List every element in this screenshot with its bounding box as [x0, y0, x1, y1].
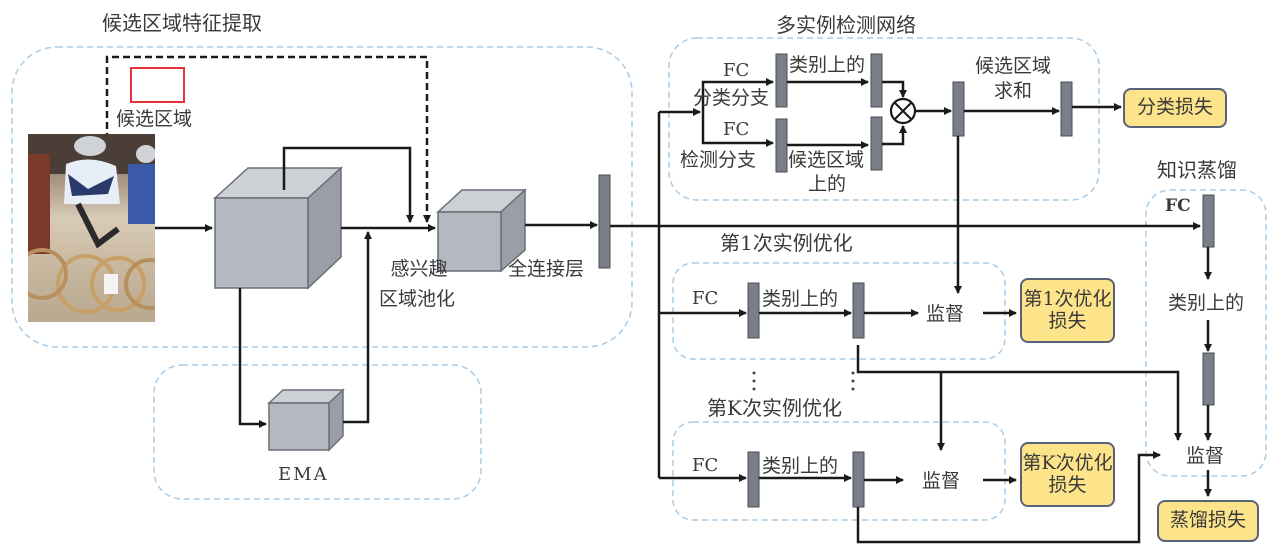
label-fc-detection: FC — [723, 119, 750, 140]
fc-bar-classification — [775, 53, 788, 108]
group-box-refine-1 — [672, 262, 1006, 360]
loss-distillation: 蒸馏损失 — [1157, 500, 1259, 542]
label-classwise-refinek: 类别上的 — [762, 455, 839, 477]
loss-classification: 分类损失 — [1123, 88, 1227, 128]
group-box-knowledge-distillation — [1145, 189, 1267, 477]
label-roi-pooling-line2: 区域池化 — [378, 288, 455, 310]
bar-image-score — [1060, 81, 1073, 137]
proposal-box-icon — [130, 67, 185, 103]
label-detection-branch: 检测分支 — [680, 149, 757, 171]
label-fc-refinek: FC — [692, 455, 719, 476]
ema-cube — [267, 388, 345, 452]
multiply-icon — [889, 97, 917, 125]
group-box-proposal-feature-extraction — [11, 46, 633, 348]
fc-bar-detection — [775, 118, 788, 173]
label-classification-branch: 分类分支 — [693, 87, 770, 109]
group-title-mil-network: 多实例检测网络 — [776, 13, 916, 37]
group-box-ema — [153, 364, 482, 500]
group-title-knowledge-distillation: 知识蒸馏 — [1157, 158, 1237, 182]
label-supervision-refinek: 监督 — [922, 470, 961, 492]
label-proposal-sum-line2: 求和 — [993, 80, 1032, 102]
label-supervision-refine1: 监督 — [926, 303, 965, 325]
label-proposalwise-line2: 上的 — [808, 173, 847, 195]
group-title-refine-k: 第K次实例优化 — [707, 396, 842, 420]
label-fully-connected: 全连接层 — [508, 258, 585, 280]
label-roi-pooling-line1: 感兴趣 — [390, 258, 448, 280]
proposal-dashed-arrow — [105, 55, 431, 223]
label-classwise-distillation: 类别上的 — [1168, 292, 1245, 314]
loss-refine-k-line1: 第K次优化 — [1022, 451, 1113, 474]
input-image — [28, 134, 155, 322]
bar-distillation-output — [1202, 352, 1215, 406]
label-classwise-mil: 类别上的 — [789, 54, 866, 76]
fc-bar-refine1 — [747, 282, 760, 339]
backbone-to-ema-arrow — [238, 288, 267, 428]
loss-refine-1: 第1次优化 损失 — [1020, 278, 1115, 343]
loss-refine-1-line2: 损失 — [1048, 309, 1087, 332]
bar-refine1-output — [852, 282, 865, 339]
bar-classwise — [870, 53, 883, 108]
roi-cube — [436, 188, 527, 273]
backbone-skip-arrow — [282, 146, 414, 223]
refinek-to-distillation-arrow — [856, 451, 1161, 544]
label-proposalwise-line1: 候选区域 — [788, 149, 865, 171]
classification-branch-arrow — [701, 78, 774, 112]
fc-bar-distillation — [1202, 194, 1215, 248]
loss-refine-k: 第K次优化 损失 — [1020, 442, 1115, 507]
proposalwise-to-multiply-arrow — [882, 125, 907, 146]
bar-refinek-output — [852, 451, 865, 508]
ema-to-roi-arrow — [343, 231, 372, 424]
loss-refine-k-line2: 损失 — [1048, 473, 1087, 496]
fc-bar-refinek — [747, 451, 760, 508]
label-proposal: 候选区域 — [116, 108, 193, 130]
group-box-refine-k — [672, 421, 1006, 521]
group-title-ema: EMA — [278, 464, 329, 485]
label-fc-classification: FC — [723, 60, 750, 81]
label-fc-distillation: FC — [1165, 196, 1191, 216]
backbone-cube — [213, 166, 343, 290]
group-box-mil-network — [668, 37, 1100, 201]
group-title-proposal-feature-extraction: 候选区域特征提取 — [102, 11, 262, 35]
label-classwise-refine1: 类别上的 — [762, 288, 839, 310]
group-title-refine-1: 第1次实例优化 — [720, 231, 853, 255]
fc-bar-main — [598, 174, 611, 269]
classwise-to-multiply-arrow — [882, 80, 907, 98]
detection-branch-arrow — [701, 112, 774, 147]
label-supervision-distillation: 监督 — [1186, 445, 1225, 467]
bar-proposalwise — [870, 116, 883, 171]
loss-refine-1-line1: 第1次优化 — [1023, 287, 1112, 310]
label-fc-refine1: FC — [692, 288, 719, 309]
label-proposal-sum-line1: 候选区域 — [974, 55, 1051, 77]
bar-detection-score — [952, 81, 965, 137]
refine1-to-next-arrow — [856, 345, 1182, 441]
ellipsis-dots — [752, 371, 855, 391]
